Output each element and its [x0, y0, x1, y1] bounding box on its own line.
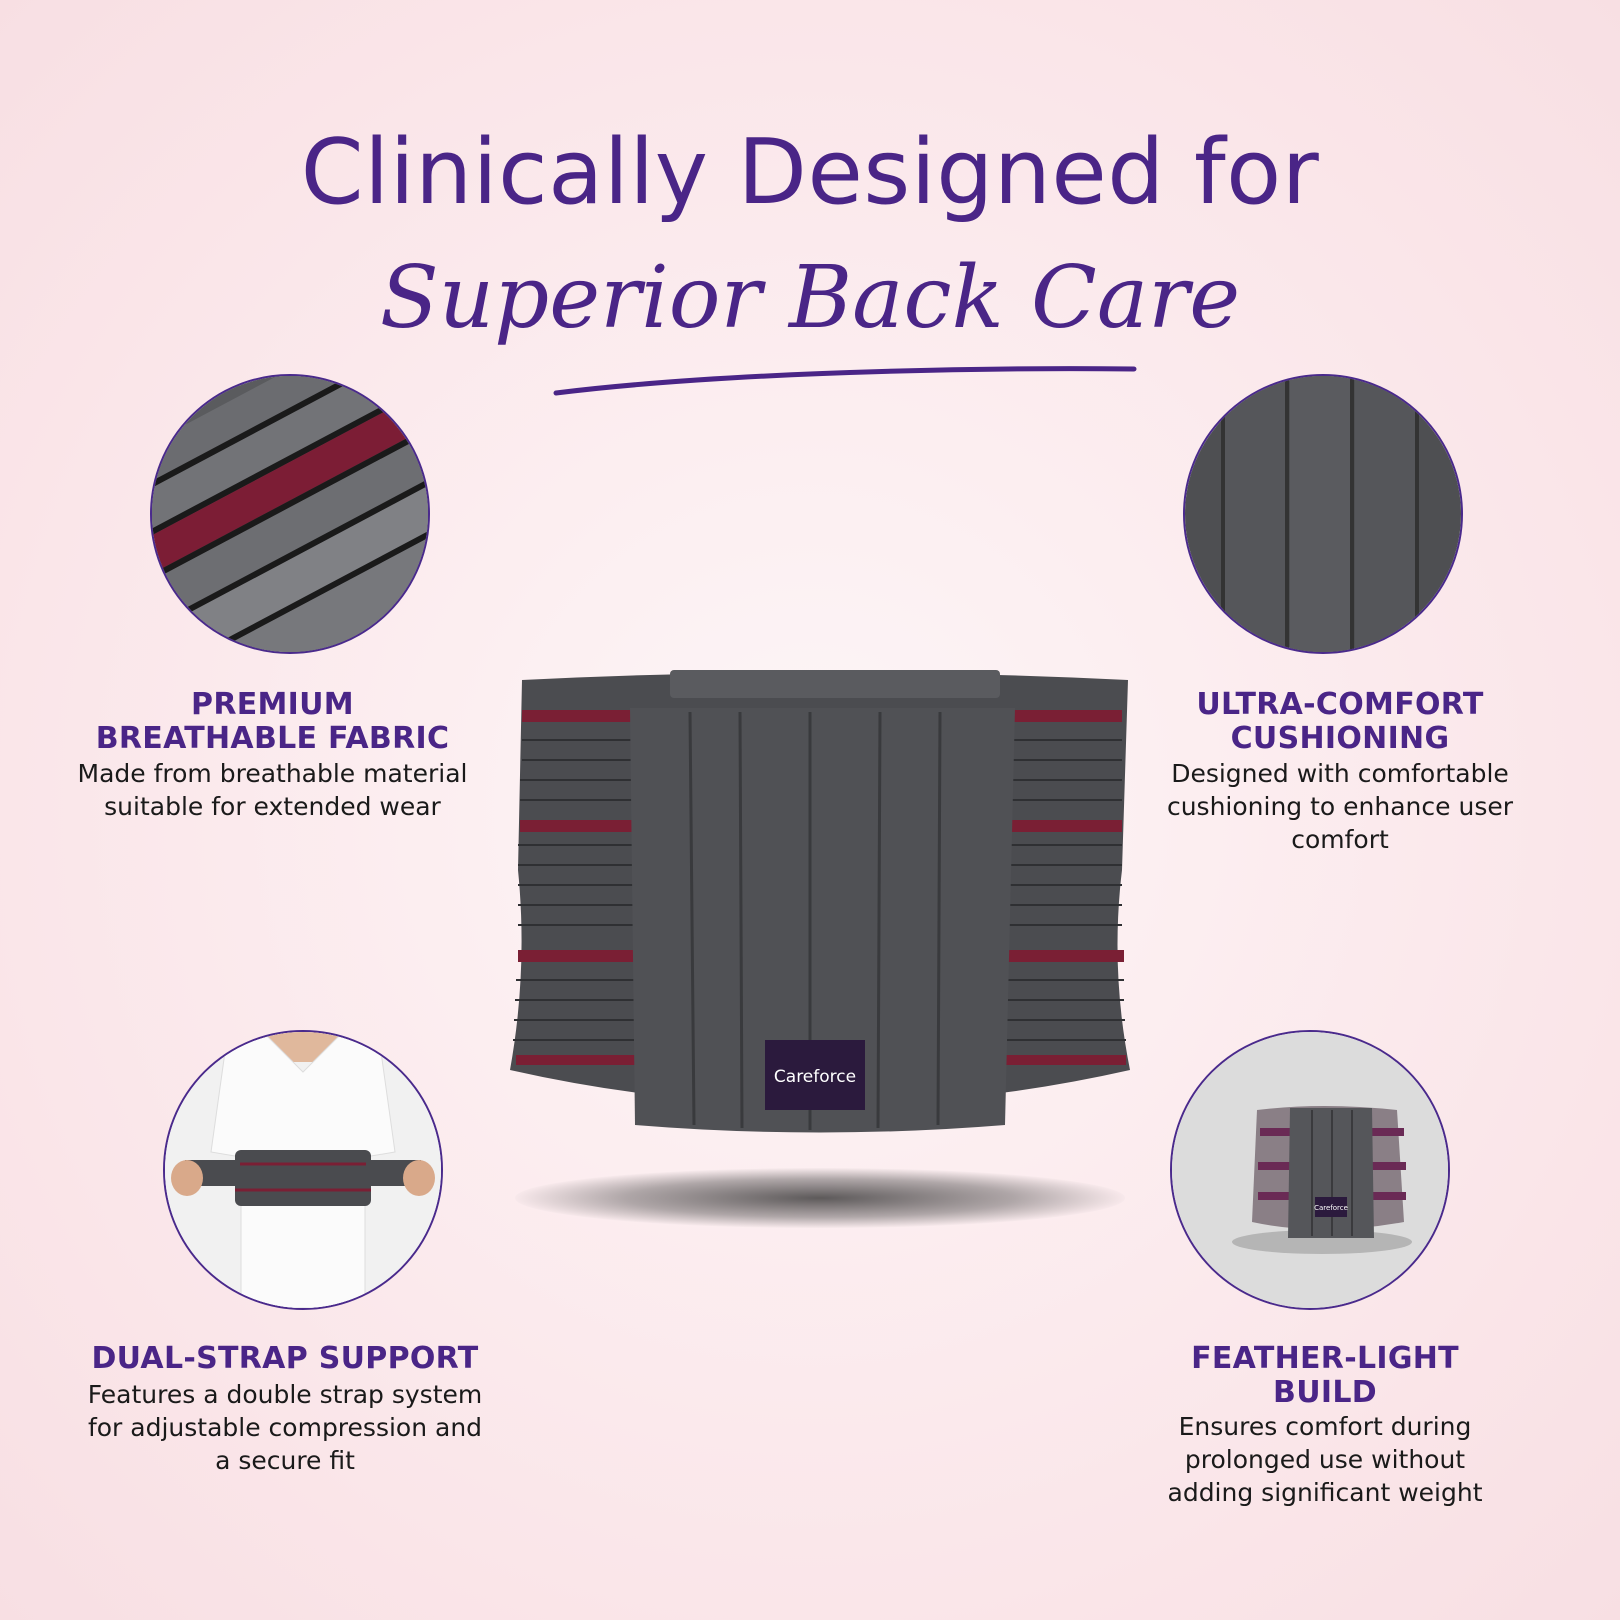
headline-underline [553, 366, 1137, 396]
breathable-fabric-image [150, 374, 430, 654]
feature-desc-dual-strap: Features a double strap system for adjus… [87, 1380, 483, 1475]
brand-label: Careforce [774, 1067, 856, 1087]
feather-light-belt-image: Careforce [1170, 1030, 1450, 1310]
feature-title-breathable: PREMIUM BREATHABLE FABRIC [95, 687, 450, 756]
headline-line-1: Clinically Designed for [300, 120, 1320, 225]
dual-strap-model-image [163, 1030, 443, 1310]
headline-line-2: Superior Back Care [379, 248, 1241, 348]
belt-shadow [515, 1168, 1125, 1228]
feature-desc-cushioning: Designed with comfortable cushioning to … [1166, 759, 1514, 854]
cushioning-image [1183, 374, 1463, 654]
feature-title-cushioning: ULTRA-COMFORT CUSHIONING [1196, 687, 1484, 756]
back-support-belt-image: Careforce [510, 670, 1130, 1230]
feature-title-feather-light: FEATHER-LIGHT BUILD [1191, 1341, 1459, 1410]
feature-title-dual-strap: DUAL-STRAP SUPPORT [91, 1341, 479, 1376]
small-brand-label: Careforce [1314, 1204, 1348, 1212]
feature-desc-feather-light: Ensures comfort during prolonged use wit… [1167, 1412, 1483, 1507]
feature-desc-breathable: Made from breathable material suitable f… [77, 759, 468, 821]
